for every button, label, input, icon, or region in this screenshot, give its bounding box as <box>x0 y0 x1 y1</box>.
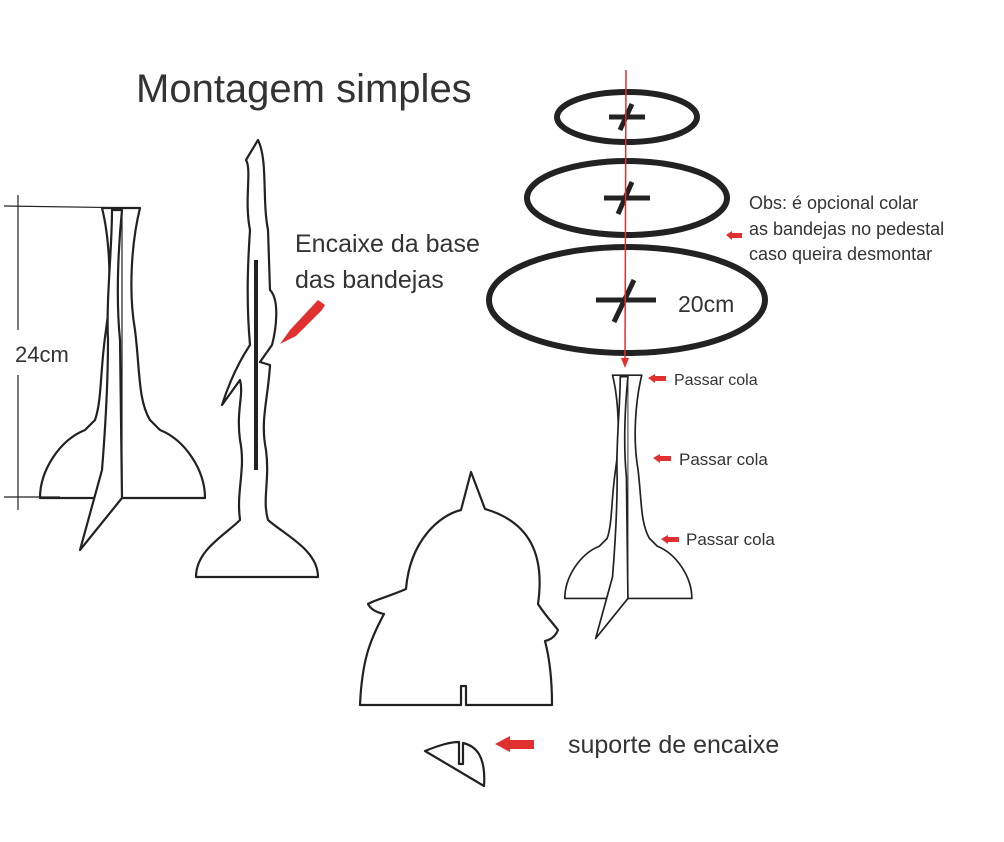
tray-medium <box>524 158 730 238</box>
support-front-piece <box>358 470 560 707</box>
alignment-arrow <box>621 69 629 368</box>
obs-line-2: as bandejas no pedestal <box>749 219 944 239</box>
pedestal-glue-points <box>563 374 693 640</box>
arrow-glue-bottom <box>661 535 679 544</box>
arrow-obs <box>726 231 742 240</box>
arrow-glue-top <box>648 374 666 383</box>
pedestal-side-piece <box>194 138 320 579</box>
height-dimension <box>3 195 141 510</box>
glue-middle-label: Passar cola <box>679 450 768 469</box>
assembled-pedestal <box>38 206 207 552</box>
tray-large <box>486 244 768 356</box>
glue-top-label: Passar cola <box>674 372 758 389</box>
support-label: suporte de encaixe <box>568 731 779 759</box>
obs-line-1: Obs: é opcional colar <box>749 193 918 213</box>
height-label: 24cm <box>15 342 69 367</box>
tray-base-fit-label-2: das bandejas <box>295 266 444 294</box>
support-insert-piece <box>423 740 486 788</box>
arrow-support <box>495 736 534 752</box>
diameter-label: 20cm <box>678 291 734 317</box>
obs-line-3: caso queira desmontar <box>749 244 932 264</box>
title: Montagem simples <box>136 67 472 111</box>
glue-bottom-label: Passar cola <box>686 530 775 549</box>
tray-base-fit-label-1: Encaixe da base <box>295 230 480 258</box>
arrow-tray-base-fit <box>280 300 325 344</box>
arrow-glue-middle <box>653 454 671 463</box>
tray-small <box>554 89 700 145</box>
